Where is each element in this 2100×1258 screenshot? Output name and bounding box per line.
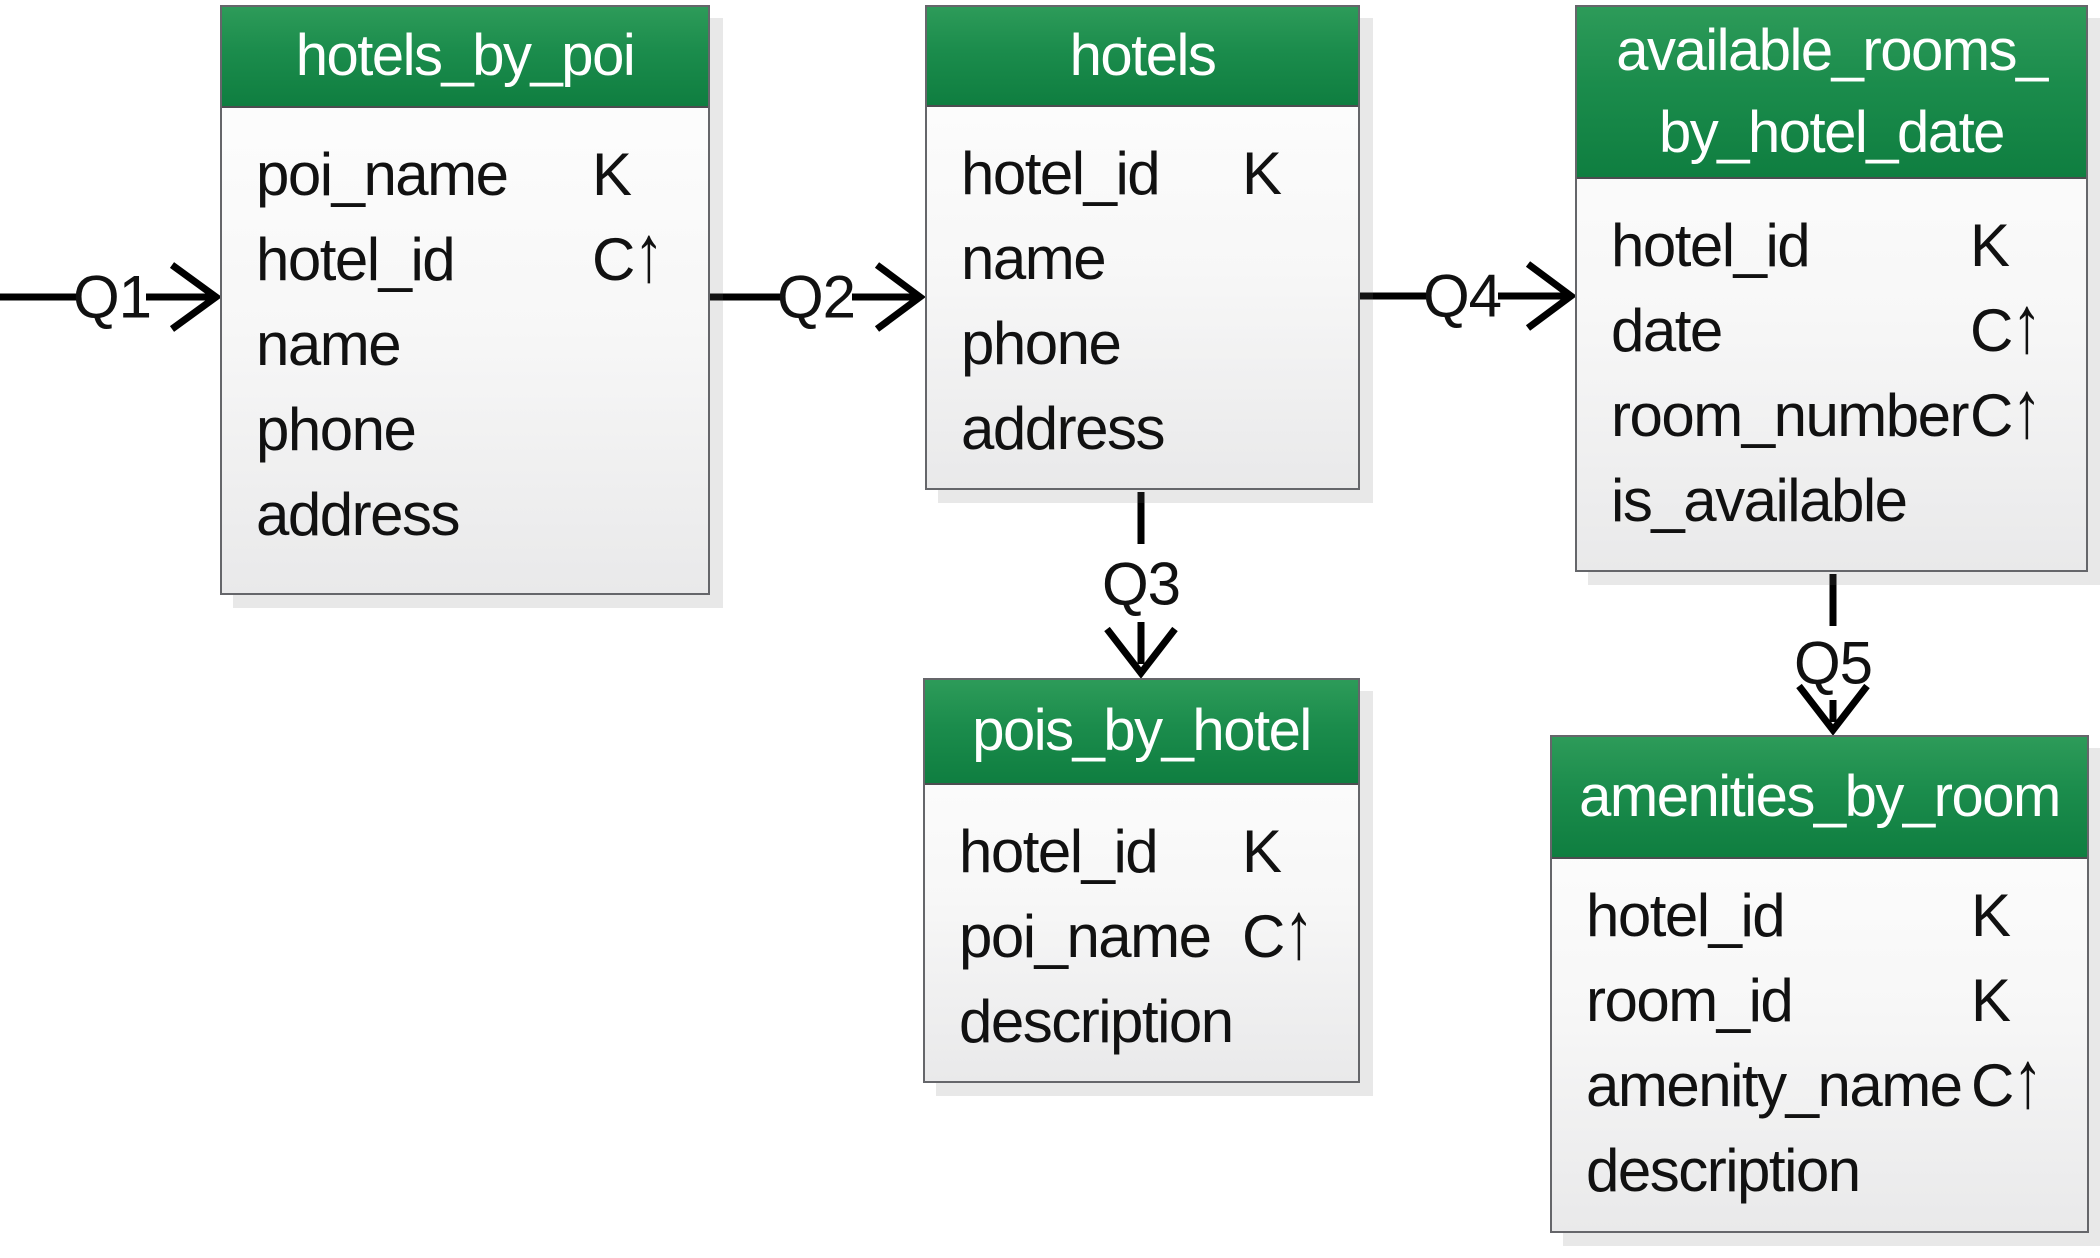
attribute-row: hotel_id K: [1577, 203, 2086, 288]
attribute-name: hotel_id: [1611, 212, 1811, 279]
ascending-arrow-icon: ↑: [633, 208, 664, 299]
attribute-name: name: [961, 225, 1107, 292]
arrow-down-icon: [1796, 683, 1870, 736]
table-body: poi_name K hotel_id C↑ name phone addres…: [222, 108, 708, 557]
q4-arrow: [1360, 261, 1577, 331]
table-title: pois_by_hotel: [972, 698, 1312, 764]
attribute-name: description: [1586, 1137, 1861, 1204]
table-hotels-by-poi: hotels_by_poi poi_name K hotel_id C↑ nam…: [220, 5, 710, 595]
table-title: available_rooms_ by_hotel_date: [1616, 17, 2048, 165]
table-header: amenities_by_room: [1552, 737, 2087, 859]
table-hotels: hotels hotel_id K name phone address: [925, 5, 1360, 490]
attribute-row: hotel_id K: [925, 809, 1358, 894]
attribute-name: hotel_id: [1586, 882, 1786, 949]
attribute-row: phone: [927, 301, 1358, 386]
attribute-name: poi_name: [256, 141, 509, 208]
arrow-right-icon: [1525, 261, 1577, 331]
ascending-arrow-icon: ↑: [1283, 885, 1314, 976]
key-marker: C↑: [1971, 1034, 2043, 1125]
query-label-q5: Q5: [1793, 629, 1873, 697]
attribute-row: address: [927, 386, 1358, 471]
attribute-name: amenity_name: [1586, 1052, 1963, 1119]
attribute-name: poi_name: [959, 903, 1212, 970]
attribute-name: room_number: [1611, 382, 1970, 449]
ascending-arrow-icon: ↑: [2011, 364, 2042, 455]
query-label-q2: Q2: [776, 263, 856, 331]
attribute-row: hotel_id K: [927, 131, 1358, 216]
attribute-row: is_available: [1577, 458, 2086, 543]
attribute-row: hotel_id C↑: [222, 208, 708, 302]
attribute-name: room_id: [1586, 967, 1794, 1034]
key-marker: C↑: [1970, 279, 2042, 370]
table-body: hotel_id K name phone address: [927, 107, 1358, 471]
attribute-row: phone: [222, 387, 708, 472]
attribute-row: address: [222, 472, 708, 557]
attribute-row: description: [925, 979, 1358, 1064]
key-marker: K: [1971, 882, 2011, 949]
attribute-name: hotel_id: [256, 226, 456, 293]
key-marker: C↑: [1242, 885, 1314, 976]
attribute-name: phone: [256, 396, 417, 463]
arrow-down-icon: [1104, 626, 1178, 679]
query-label-q3: Q3: [1101, 550, 1181, 618]
query-label-q1: Q1: [72, 263, 152, 331]
attribute-row: poi_name C↑: [925, 885, 1358, 979]
table-amenities-by-room: amenities_by_room hotel_id K room_id K a…: [1550, 735, 2089, 1233]
q5-arrow: [1796, 574, 1870, 736]
table-title: hotels_by_poi: [295, 23, 636, 89]
attribute-name: address: [961, 395, 1165, 462]
table-body: hotel_id K poi_name C↑ description: [925, 785, 1358, 1064]
attribute-name: date: [1611, 297, 1723, 364]
table-title: amenities_by_room: [1579, 763, 2061, 829]
q3-arrow: [1104, 492, 1178, 679]
table-pois-by-hotel: pois_by_hotel hotel_id K poi_name C↑ des…: [923, 678, 1360, 1083]
ascending-arrow-icon: ↑: [2011, 279, 2042, 370]
attribute-row: name: [222, 302, 708, 387]
table-body: hotel_id K room_id K amenity_name C↑ des…: [1552, 859, 2087, 1213]
attribute-row: description: [1552, 1128, 2087, 1213]
attribute-row: room_number C↑: [1577, 364, 2086, 458]
attribute-name: hotel_id: [961, 140, 1161, 207]
table-header: hotels: [927, 7, 1358, 107]
key-marker: K: [1242, 140, 1282, 207]
arrow-right-icon: [874, 262, 926, 332]
attribute-row: amenity_name C↑: [1552, 1034, 2087, 1128]
q1-arrow: [0, 262, 222, 332]
key-marker: K: [1242, 818, 1282, 885]
ascending-arrow-icon: ↑: [2012, 1034, 2043, 1125]
key-marker: K: [592, 141, 632, 208]
attribute-name: address: [256, 481, 460, 548]
attribute-row: name: [927, 216, 1358, 301]
table-header: pois_by_hotel: [925, 680, 1358, 785]
table-body: hotel_id K date C↑ room_number C↑ is_ava…: [1577, 179, 2086, 543]
query-label-q4: Q4: [1422, 262, 1502, 330]
key-marker: C↑: [592, 208, 664, 299]
table-title: hotels: [1069, 22, 1217, 88]
attribute-name: is_available: [1611, 467, 1908, 534]
attribute-name: description: [959, 988, 1234, 1055]
attribute-row: hotel_id K: [1552, 873, 2087, 958]
arrow-right-icon: [169, 262, 222, 332]
key-marker: K: [1970, 212, 2010, 279]
table-header: available_rooms_ by_hotel_date: [1577, 7, 2086, 179]
table-available-rooms-by-hotel-date: available_rooms_ by_hotel_date hotel_id …: [1575, 5, 2088, 572]
q2-arrow: [709, 262, 926, 332]
attribute-row: poi_name K: [222, 132, 708, 217]
attribute-row: date C↑: [1577, 279, 2086, 373]
attribute-name: hotel_id: [959, 818, 1159, 885]
attribute-name: phone: [961, 310, 1122, 377]
attribute-row: room_id K: [1552, 958, 2087, 1043]
attribute-name: name: [256, 311, 402, 378]
key-marker: K: [1971, 967, 2011, 1034]
key-marker: C↑: [1970, 364, 2042, 455]
table-header: hotels_by_poi: [222, 7, 708, 108]
